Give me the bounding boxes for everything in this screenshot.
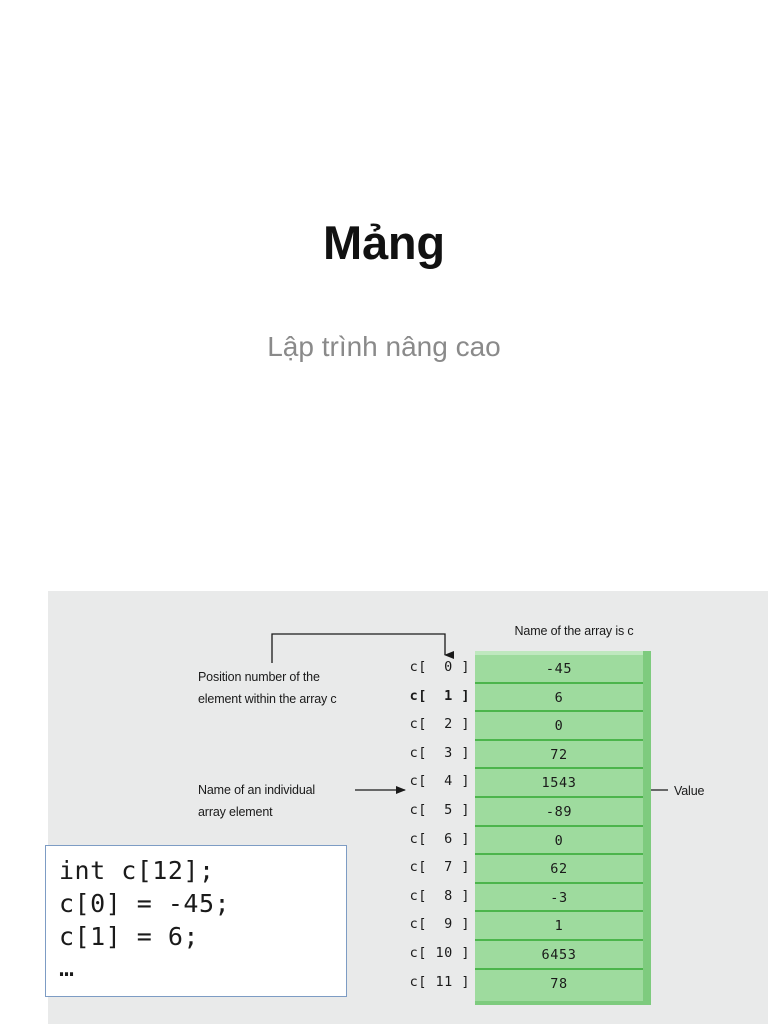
callout-value: Value: [674, 784, 705, 798]
page-subtitle: Lập trình nâng cao: [267, 331, 501, 362]
code-snippet-box: int c[12]; c[0] = -45; c[1] = 6; …: [45, 845, 347, 997]
array-index-label: c[ 1 ]: [409, 687, 470, 704]
code-line: c[1] = 6;: [59, 922, 199, 951]
array-value-cell: 78: [475, 969, 643, 999]
array-value-cell: 6: [475, 683, 643, 713]
array-value-cell: 0: [475, 826, 643, 856]
array-index-label: c[ 0 ]: [409, 659, 470, 675]
array-bevel-bottom: [475, 1001, 651, 1005]
array-value-cell: 1: [475, 912, 643, 941]
array-index-column: c[ 0 ] c[ 1 ] c[ 2 ] c[ 3 ] c[ 4 ] c[ 5 …: [398, 653, 470, 996]
array-bevel-right: [643, 651, 651, 1005]
array-index-label: c[ 10 ]: [409, 944, 470, 961]
array-value-cell: 62: [475, 855, 643, 884]
array-index-label: c[ 7 ]: [409, 859, 470, 876]
array-index-label: c[ 8 ]: [409, 887, 470, 904]
array-value-cell: -45: [475, 655, 643, 684]
array-index-label: c[ 6 ]: [409, 830, 470, 847]
array-value-cell: -3: [475, 883, 643, 913]
callout-position-number: Position number of the element within th…: [198, 670, 337, 707]
callout-element-name: Name of an individual array element: [198, 783, 316, 820]
array-value-cell: 6453: [475, 940, 643, 970]
code-line: c[0] = -45;: [59, 889, 231, 918]
array-index-label: c[ 5 ]: [409, 801, 470, 818]
array-value-cell: 1543: [475, 769, 643, 798]
array-index-label: c[ 3 ]: [409, 744, 470, 761]
array-index-label: c[ 11 ]: [409, 973, 470, 990]
array-bevel-top: [475, 651, 651, 655]
array-index-label: c[ 9 ]: [409, 916, 470, 933]
array-value-column: -45 6 0 72 1543 -89 0 62 -3 1 6453 78: [475, 651, 651, 1005]
array-value-cell: -89: [475, 797, 643, 827]
array-value-cell: 72: [475, 740, 643, 770]
code-line: int c[12];: [59, 856, 215, 885]
code-line-ellipsis: …: [59, 953, 75, 982]
array-name-label: Name of the array is c: [514, 624, 634, 638]
page-title: Mảng: [323, 216, 445, 269]
array-index-label: c[ 4 ]: [409, 773, 470, 790]
array-index-label: c[ 2 ]: [409, 716, 470, 733]
array-value-cell: 0: [475, 712, 643, 741]
